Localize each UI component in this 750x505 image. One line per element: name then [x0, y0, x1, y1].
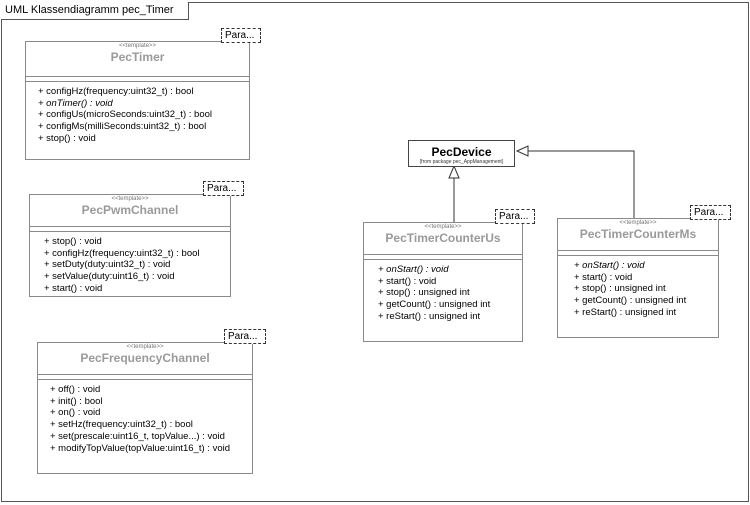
operation-separator [558, 255, 718, 256]
class-pectimercounterms[interactable]: <<template>> PecTimerCounterMs + onStart… [557, 218, 719, 338]
operation: + init() : bool [50, 395, 103, 407]
operation-separator [30, 231, 230, 232]
template-parameter: Para... [203, 181, 244, 196]
diagram-title: UML Klassendiagramm pec_Timer [1, 2, 189, 20]
class-name: PecDevice [431, 145, 492, 159]
operation: + off() : void [50, 384, 101, 395]
stereotype-label: <<template>> [619, 220, 657, 226]
class-pectimercounterus[interactable]: <<template>> PecTimerCounterUs + onStart… [363, 222, 523, 342]
operation: + stop() : void [44, 236, 102, 247]
operation: + onTimer() : void [38, 97, 113, 109]
operation: + getCount() : unsigned int [378, 299, 491, 311]
class-pecpwmchannel[interactable]: <<template>> PecPwmChannel + stop() : vo… [29, 194, 231, 297]
operation: + set(prescale:uint16_t, topValue...) : … [50, 430, 225, 442]
operation: + start() : void [574, 271, 633, 283]
operations-list: + onStart() : void + start() : void + st… [558, 256, 718, 319]
operation-separator [364, 259, 522, 260]
generalization-arrowhead-us [448, 164, 460, 179]
operation: + getCount() : unsigned int [574, 295, 687, 307]
class-name: PecPwmChannel [81, 203, 179, 217]
template-parameter: Para... [221, 28, 261, 43]
operations-list: + configHz(frequency:uint32_t) : bool + … [26, 82, 249, 145]
operation: + reStart() : unsigned int [574, 306, 677, 318]
operation: + setHz(frequency:uint32_t) : bool [50, 419, 193, 431]
attribute-separator [26, 76, 249, 77]
operation: + reStart() : unsigned int [378, 310, 481, 322]
package-note: {from package pec_AppManagement} [419, 159, 504, 165]
class-pecdevice[interactable]: PecDevice {from package pec_AppManagemen… [408, 140, 515, 167]
class-pectimer[interactable]: <<template>> PecTimer + configHz(frequen… [25, 41, 250, 160]
operation: + configHz(frequency:uint32_t) : bool [44, 247, 200, 259]
operation-separator [26, 81, 249, 82]
attribute-separator [38, 374, 252, 375]
attribute-separator [364, 254, 522, 255]
template-parameter: Para... [690, 205, 731, 220]
class-pecfrequencychannel[interactable]: <<template>> PecFrequencyChannel + off()… [37, 342, 253, 474]
operation: + stop() : unsigned int [574, 283, 666, 295]
stereotype-label: <<template>> [126, 344, 164, 350]
operation: + configHz(frequency:uint32_t) : bool [38, 86, 194, 97]
operation: + start() : void [44, 282, 103, 294]
operation: + configMs(milliSeconds:uint32_t) : bool [38, 121, 207, 133]
operations-list: + off() : void + init() : bool + on() : … [38, 380, 252, 454]
template-parameter: Para... [224, 329, 266, 344]
operation: + onStart() : void [378, 264, 449, 275]
class-name: PecTimerCounterUs [385, 231, 501, 245]
class-name: PecTimer [110, 50, 165, 64]
operation: + onStart() : void [574, 260, 645, 271]
attribute-separator [558, 250, 718, 251]
operation: + setValue(duty:uint16_t) : void [44, 271, 175, 283]
operation: + modifyTopValue(topValue:uint16_t) : vo… [50, 442, 230, 454]
template-parameter: Para... [495, 209, 535, 224]
generalization-line-ms [528, 150, 635, 218]
operation: + setDuty(duty:uint32_t) : void [44, 259, 171, 271]
operation: + stop() : unsigned int [378, 287, 470, 299]
stereotype-label: <<template>> [424, 224, 462, 230]
operation: + start() : void [378, 275, 437, 287]
operation-separator [38, 379, 252, 380]
operation: + configUs(microSeconds:uint32_t) : bool [38, 109, 212, 121]
stereotype-label: <<template>> [118, 43, 157, 49]
operation: + stop() : void [38, 132, 96, 144]
operation: + on() : void [50, 407, 101, 419]
operations-list: + stop() : void + configHz(frequency:uin… [30, 232, 230, 295]
attribute-separator [30, 226, 230, 227]
stereotype-label: <<template>> [111, 196, 149, 202]
class-name: PecFrequencyChannel [80, 351, 210, 365]
operations-list: + onStart() : void + start() : void + st… [364, 260, 522, 323]
generalization-arrowhead-ms [515, 145, 529, 157]
class-name: PecTimerCounterMs [579, 227, 697, 241]
